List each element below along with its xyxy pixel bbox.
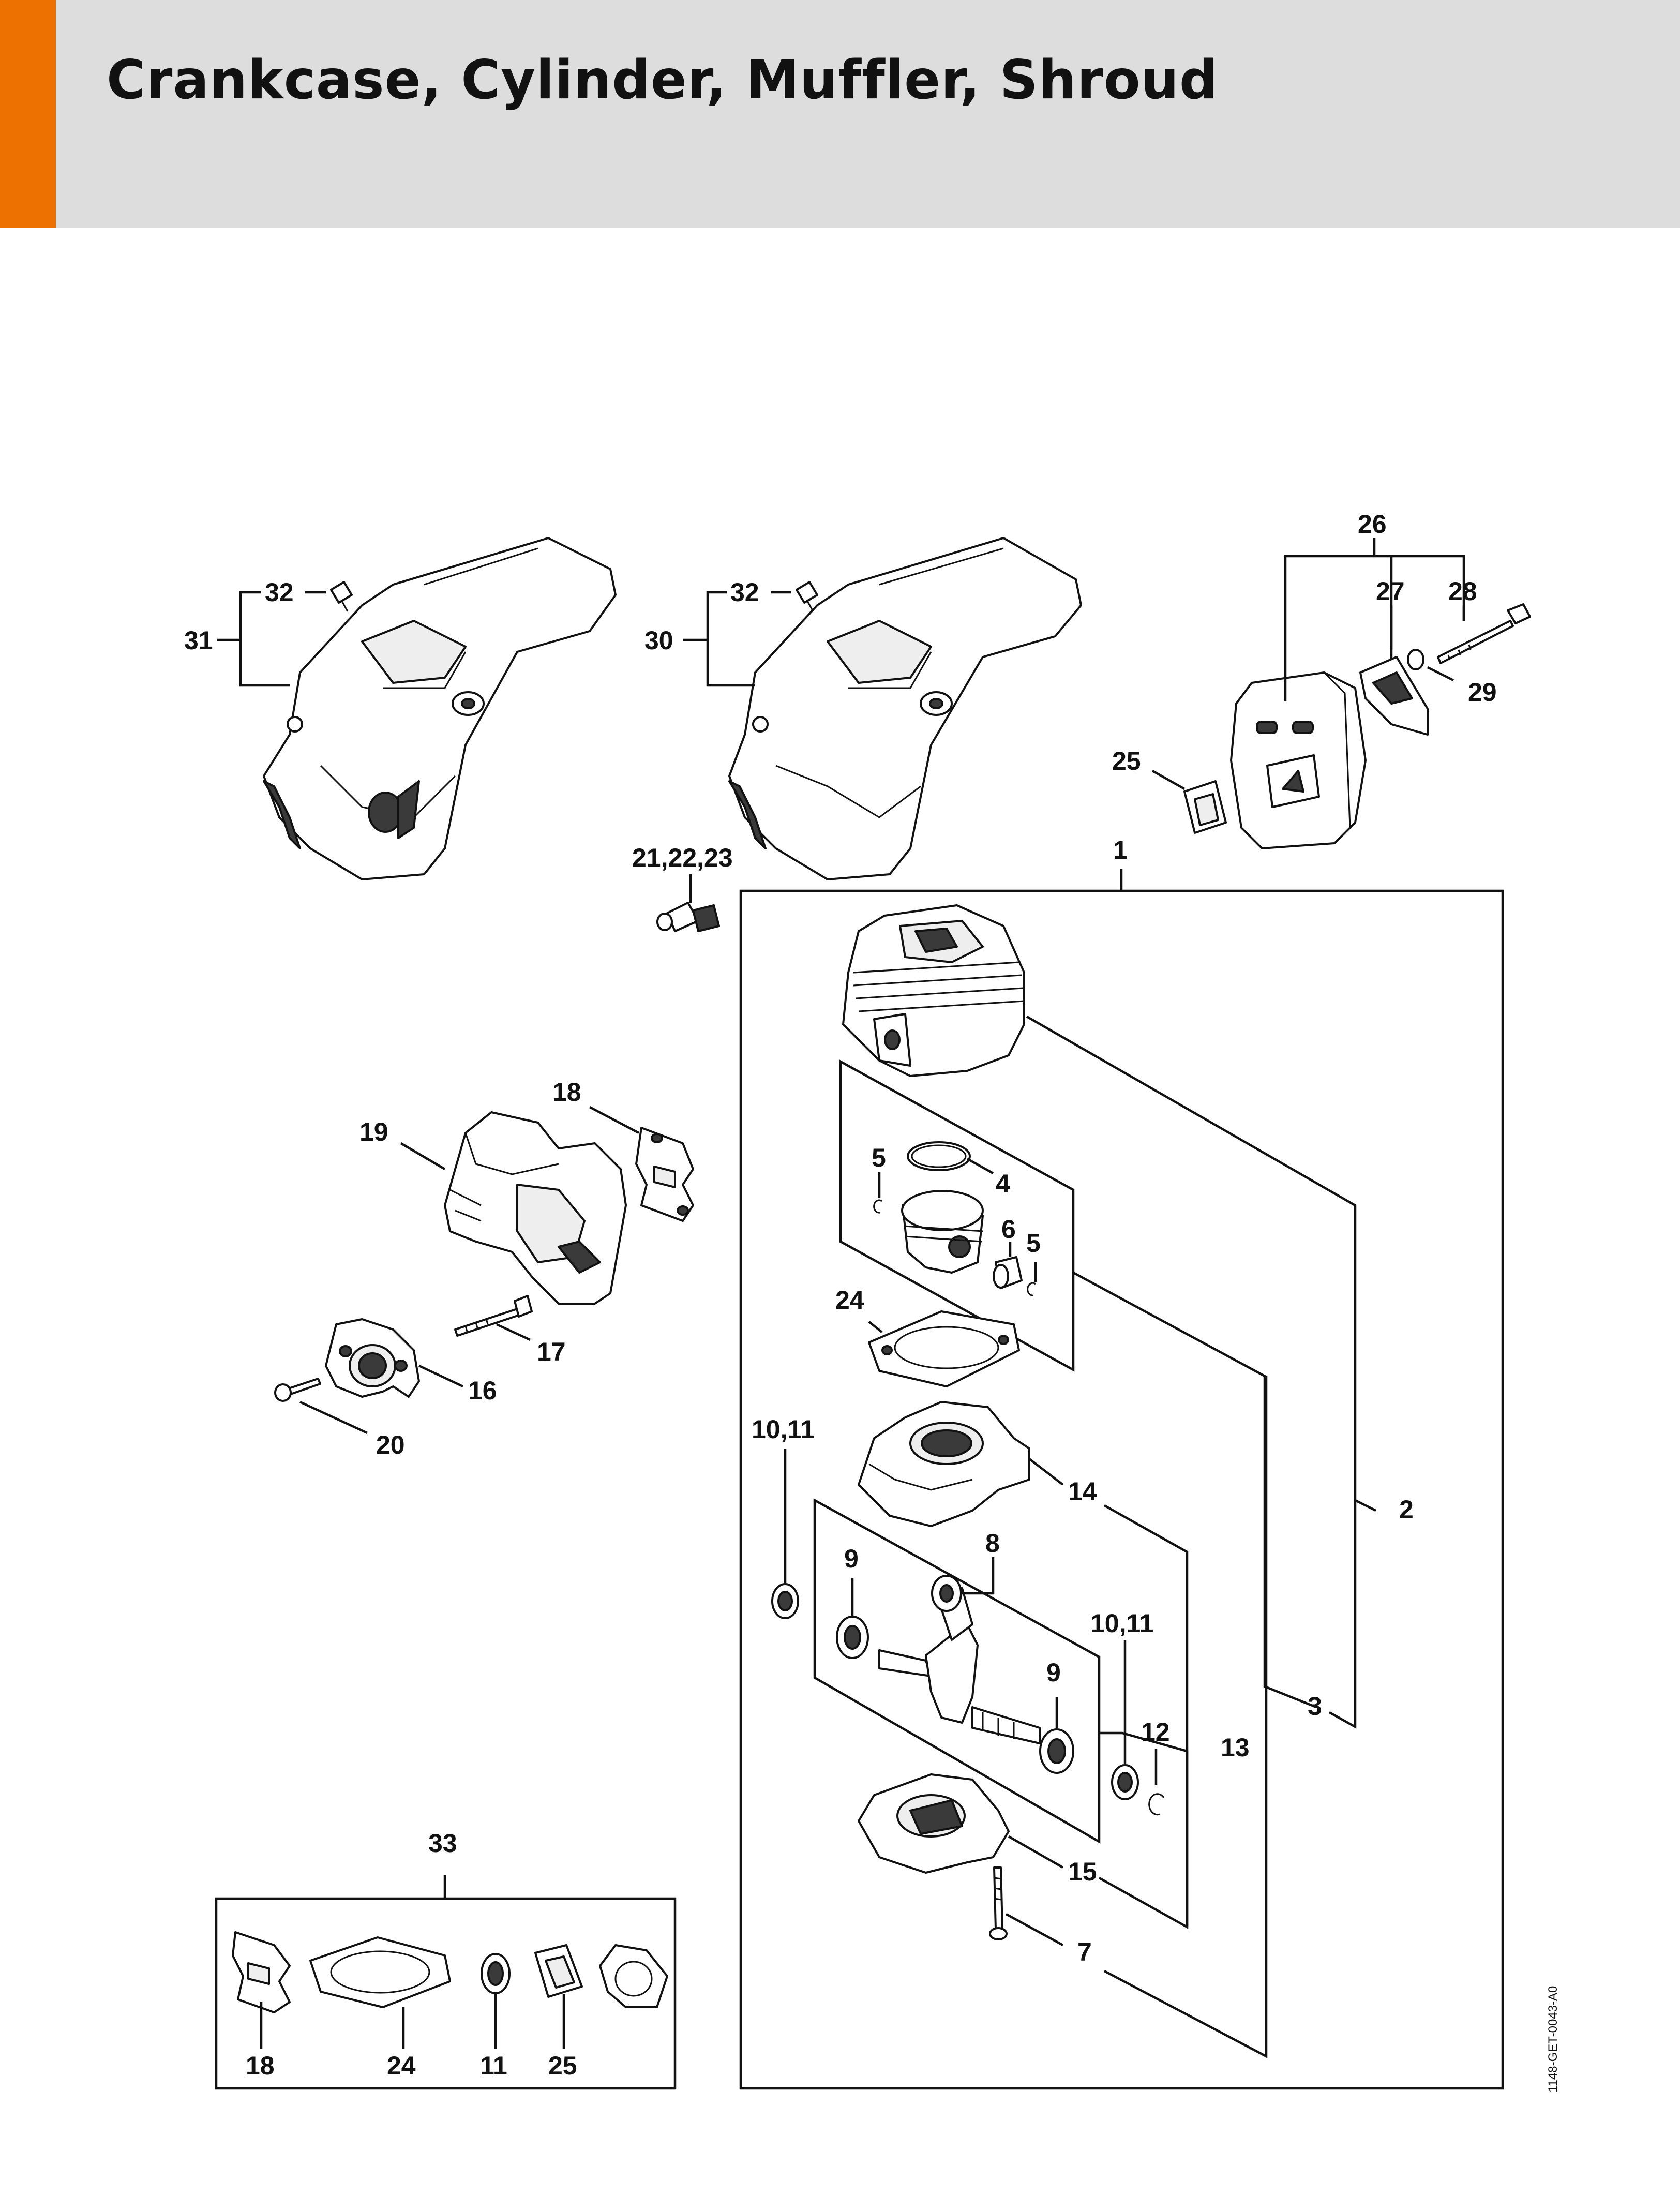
callout-8: 8 (985, 1529, 1000, 1558)
kit-callout-11: 11 (480, 2051, 507, 2080)
callout-32-left: 32 (265, 578, 294, 607)
callout-31: 31 (184, 626, 213, 655)
callout-6: 6 (1001, 1215, 1016, 1244)
callout-30: 30 (644, 626, 673, 655)
kit-box-33 (215, 1897, 677, 2090)
circlip-12 (1148, 1793, 1165, 1816)
muffler-gasket-25 (1183, 780, 1227, 834)
cylinder-gasket-24 (868, 1310, 1020, 1387)
callout-32-middle: 32 (730, 578, 759, 607)
callout-7: 7 (1077, 1937, 1092, 1966)
callout-2: 2 (1399, 1495, 1414, 1524)
gasket-18 (635, 1127, 694, 1222)
leader-lines (260, 605, 1465, 2058)
callout-labels: 1 2 3 4 5 6 5 24 10,11 14 9 8 10,11 9 12… (184, 510, 1497, 2080)
callout-16: 16 (468, 1376, 497, 1405)
callout-4: 4 (996, 1169, 1010, 1198)
callout-19: 19 (359, 1117, 388, 1146)
bearing-9-left (836, 1616, 869, 1659)
callout-20: 20 (376, 1430, 405, 1459)
muffler-plate-27 (1359, 656, 1429, 736)
assembly-box-1 (739, 889, 1504, 2090)
callout-10-11-right: 10,11 (1090, 1609, 1153, 1638)
header-accent-stripe (0, 0, 56, 228)
kit-callout-18: 18 (246, 2051, 275, 2080)
callout-25: 25 (1112, 746, 1141, 775)
kit-gasket-extra (599, 1944, 668, 2008)
piston-box-3 (839, 1059, 1075, 1372)
bolt-28 (1437, 603, 1531, 664)
callout-9-left: 9 (844, 1544, 859, 1573)
circlip-5-right (1027, 1282, 1036, 1296)
kit-gasket-24 (309, 1936, 451, 2008)
callout-24: 24 (835, 1286, 864, 1315)
crankshaft-8 (878, 1575, 1041, 1744)
muffler-26 (1230, 671, 1367, 849)
callout-1: 1 (1113, 835, 1128, 864)
screw-32-left (330, 581, 353, 612)
bracket-30 (683, 591, 755, 687)
kit-gasket-18 (232, 1931, 291, 2013)
callout-28: 28 (1448, 577, 1477, 606)
circlip-5-left (873, 1199, 882, 1214)
page-title: Crankcase, Cylinder, Muffler, Shroud (107, 49, 1218, 111)
screw-20 (274, 1378, 321, 1402)
callout-26: 26 (1358, 510, 1387, 539)
crankcase-half-14 (858, 1401, 1030, 1527)
callout-13: 13 (1221, 1733, 1250, 1762)
screw-17 (454, 1295, 533, 1337)
kit-oil-seal-11 (481, 1953, 511, 1994)
callout-18: 18 (552, 1078, 581, 1107)
callout-27: 27 (1376, 577, 1405, 606)
callout-15: 15 (1068, 1857, 1097, 1886)
callout-14: 14 (1068, 1477, 1097, 1506)
drawing-code: 1148-GET-0043-A0 (1546, 1986, 1560, 2093)
piston-pin-6 (993, 1256, 1023, 1289)
shroud-30 (728, 537, 1082, 880)
spark-plug-21 (656, 902, 720, 932)
screw-32-middle (796, 581, 818, 612)
kit-callout-24: 24 (387, 2051, 416, 2080)
callout-3: 3 (1308, 1692, 1322, 1721)
washer-29 (1407, 649, 1424, 670)
screw-7 (989, 1866, 1008, 1940)
piston-ring-4 (907, 1141, 971, 1171)
callout-12: 12 (1141, 1718, 1170, 1746)
callout-17: 17 (537, 1337, 566, 1366)
callout-9-right: 9 (1046, 1658, 1061, 1687)
callout-10-11-left: 10,11 (752, 1415, 815, 1444)
bearing-9-right (1039, 1728, 1074, 1774)
crankcase-half-15 (858, 1773, 1010, 1874)
header-bar (0, 0, 1680, 228)
kit-callout-25: 25 (548, 2051, 577, 2080)
intake-flange-16 (325, 1318, 420, 1398)
callout-5-left: 5 (872, 1143, 886, 1172)
baffle-19 (444, 1111, 627, 1305)
callout-33: 33 (428, 1829, 457, 1858)
oil-seal-10-11-left (771, 1583, 799, 1619)
callout-5-right: 5 (1026, 1229, 1041, 1258)
cylinder-2 (842, 904, 1025, 1077)
callout-29: 29 (1468, 678, 1497, 707)
crankshaft-box-13 (813, 1498, 1101, 1844)
piston-3 (901, 1190, 984, 1274)
oil-seal-10-11-right (1111, 1764, 1139, 1800)
bracket-31 (217, 591, 290, 687)
shroud-31 (263, 537, 617, 880)
callout-21-22-23: 21,22,23 (632, 843, 733, 872)
kit-gasket-25 (534, 1944, 583, 1998)
